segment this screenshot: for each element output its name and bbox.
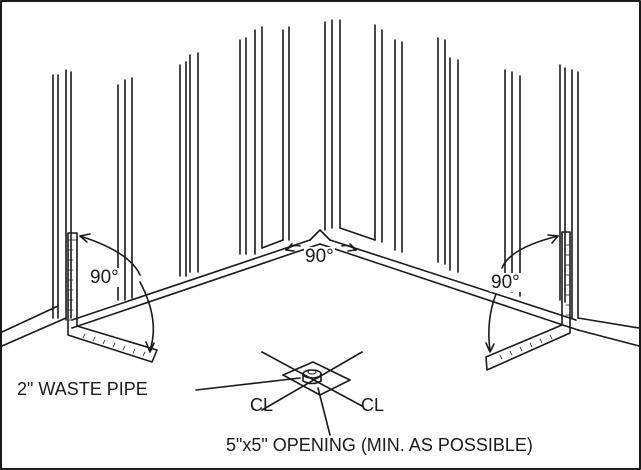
- left-wall-studs: [52, 26, 263, 321]
- angle-label-right: 90°: [490, 272, 521, 293]
- angle-arcs: [79, 233, 559, 353]
- sole-plates: [1, 227, 640, 347]
- left-framing-square: [67, 232, 158, 363]
- waste-pipe-label: 2" WASTE PIPE: [17, 379, 148, 399]
- center-wall-studs: [282, 19, 341, 241]
- right-wall-studs: [374, 24, 579, 319]
- centerline-label-right: CL: [361, 395, 385, 415]
- waste-pipe: [302, 369, 322, 385]
- left-square-ticks: [67, 249, 146, 357]
- angle-label-left: 90°: [89, 267, 120, 288]
- angle-label-center: 90°: [304, 246, 335, 267]
- right-square-ticks: [499, 244, 571, 360]
- right-framing-square: [485, 231, 571, 371]
- opening-label: 5"x5" OPENING (MIN. AS POSSIBLE): [226, 435, 533, 455]
- floor-opening: [261, 351, 363, 411]
- centerline-label-left: CL: [250, 395, 274, 415]
- leader-lines: [195, 377, 331, 436]
